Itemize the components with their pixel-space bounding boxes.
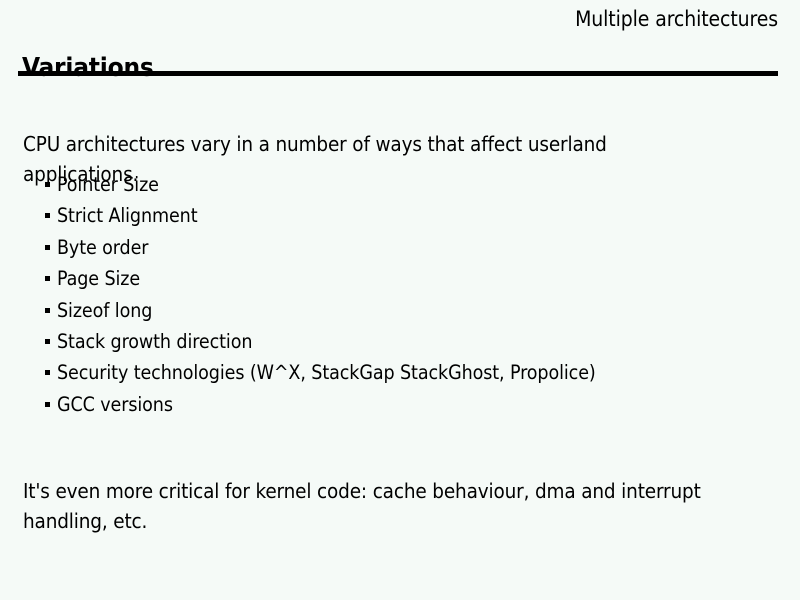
list-item-label: Security technologies (W^X, StackGap Sta… xyxy=(57,361,596,385)
list-item-label: Strict Alignment xyxy=(57,204,198,228)
title-divider xyxy=(18,71,778,76)
square-bullet-icon xyxy=(45,370,50,376)
slide-subject: Multiple architectures xyxy=(575,7,778,31)
square-bullet-icon xyxy=(45,307,50,313)
closing-paragraph: It's even more critical for kernel code:… xyxy=(23,478,701,533)
list-item: GCC versions xyxy=(45,389,785,420)
square-bullet-icon xyxy=(45,338,50,344)
list-item-label: Byte order xyxy=(57,235,149,259)
bullet-list: Pointer Size Strict Alignment Byte order… xyxy=(45,169,785,420)
list-item: Byte order xyxy=(45,232,785,263)
square-bullet-icon xyxy=(45,182,50,187)
list-item-label: Sizeof long xyxy=(57,298,153,322)
square-bullet-icon xyxy=(45,401,50,407)
square-bullet-icon xyxy=(45,276,50,282)
list-item-label: Stack growth direction xyxy=(57,329,253,353)
list-item: Pointer Size xyxy=(45,169,785,200)
list-item-label: Page Size xyxy=(57,267,141,291)
list-item: Strict Alignment xyxy=(45,200,785,231)
list-item-label: Pointer Size xyxy=(57,173,159,196)
list-item-label: GCC versions xyxy=(57,392,173,416)
slide-header: Multiple architectures Variations xyxy=(0,0,800,83)
lead-paragraph: CPU architectures vary in a number of wa… xyxy=(23,131,607,186)
list-item: Sizeof long xyxy=(45,295,785,326)
square-bullet-icon xyxy=(45,244,50,250)
page-title: Variations xyxy=(22,53,154,84)
square-bullet-icon xyxy=(45,213,50,219)
list-item: Stack growth direction xyxy=(45,326,785,357)
list-item: Page Size xyxy=(45,263,785,294)
list-item: Security technologies (W^X, StackGap Sta… xyxy=(45,357,785,388)
